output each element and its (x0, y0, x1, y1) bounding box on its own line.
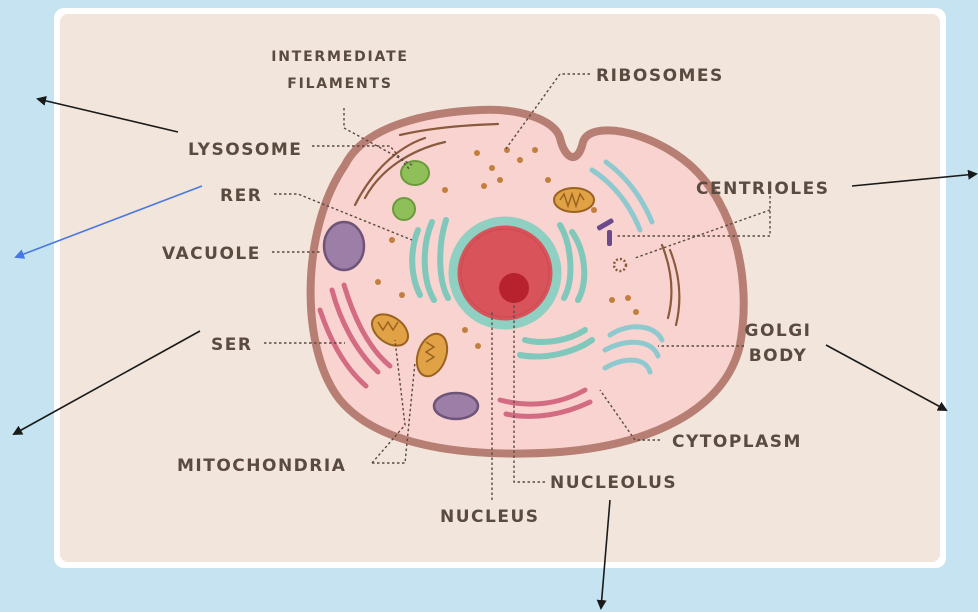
label-nucleolus: NUCLEOLUS (550, 473, 677, 493)
vacuole-organelle (324, 222, 364, 270)
nucleus-organelle (453, 221, 557, 325)
vacuole-organelle-small (434, 393, 478, 419)
label-ser: SER (211, 335, 252, 355)
label-ribosomes: RIBOSOMES (596, 66, 724, 86)
mitochondrion-upper (554, 188, 594, 212)
label-intermediate-filaments-2: FILAMENTS (287, 76, 393, 92)
label-vacuole: VACUOLE (162, 244, 261, 264)
label-cytoplasm: CYTOPLASM (672, 432, 802, 452)
label-rer: RER (220, 186, 262, 206)
nucleolus-organelle (499, 273, 529, 303)
label-golgi-2: BODY (749, 346, 808, 366)
label-golgi-1: GOLGI (744, 321, 811, 341)
label-nucleus: NUCLEUS (440, 507, 540, 527)
label-mitochondria: MITOCHONDRIA (177, 456, 346, 476)
lysosome-organelle-small (393, 198, 415, 220)
label-centrioles: CENTRIOLES (696, 179, 829, 199)
label-intermediate-filaments-1: INTERMEDIATE (271, 49, 409, 65)
label-lysosome: LYSOSOME (188, 140, 302, 160)
